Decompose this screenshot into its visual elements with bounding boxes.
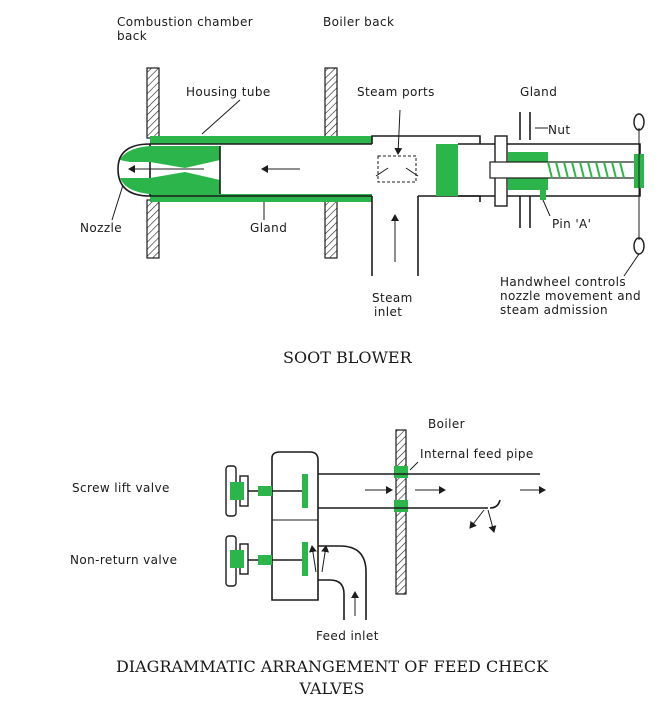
label-non-return-valve: Non-return valve	[70, 553, 177, 567]
label-combustion-chamber-back: back	[117, 29, 147, 43]
screw-lift-handwheel	[230, 482, 244, 500]
piston-block	[436, 144, 458, 196]
label-combustion-chamber: Combustion chamber	[117, 15, 253, 29]
caption-soot-blower: SOOT BLOWER	[283, 348, 413, 367]
non-return-handwheel	[230, 550, 244, 568]
label-feed-inlet: Feed inlet	[316, 629, 379, 643]
non-return-valve-disc	[302, 542, 308, 576]
label-pin-a: Pin 'A'	[552, 217, 591, 231]
label-screw-lift-valve: Screw lift valve	[72, 481, 170, 495]
valve-chest	[271, 451, 319, 601]
label-steam-ports: Steam ports	[357, 85, 435, 99]
boiler-back-wall-lower	[324, 199, 338, 259]
screw-lift-valve-disc	[302, 474, 308, 508]
steam-ports	[377, 155, 417, 183]
label-gland-top: Gland	[520, 85, 557, 99]
label-handwheel-line2: nozzle movement and	[500, 289, 641, 303]
boiler-back-wall-upper	[324, 67, 338, 139]
label-nozzle: Nozzle	[80, 221, 122, 235]
label-handwheel-line3: steam admission	[500, 303, 608, 317]
soot-blower-diagram: Combustion chamber back Boiler back Hous…	[80, 15, 645, 367]
label-internal-feed-pipe: Internal feed pipe	[420, 447, 534, 461]
caption-feed-check-line1: DIAGRAMMATIC ARRANGEMENT OF FEED CHECK	[116, 657, 549, 676]
combustion-chamber-wall-upper	[146, 67, 160, 139]
label-housing-tube: Housing tube	[186, 85, 271, 99]
label-inlet: inlet	[374, 305, 402, 319]
label-steam: Steam	[372, 291, 413, 305]
feed-inlet-pipe	[318, 545, 367, 620]
label-boiler-back: Boiler back	[323, 15, 394, 29]
caption-feed-check-line2: VALVES	[299, 679, 365, 698]
label-nut: Nut	[548, 123, 571, 137]
label-boiler: Boiler	[428, 417, 465, 431]
label-handwheel-line1: Handwheel controls	[500, 275, 626, 289]
label-gland-bottom: Gland	[250, 221, 287, 235]
combustion-chamber-wall-lower	[146, 199, 160, 259]
pin-a	[540, 190, 546, 200]
housing-tube	[150, 136, 372, 144]
feed-check-diagram: Boiler Internal feed pipe Screw lift val…	[70, 417, 549, 698]
